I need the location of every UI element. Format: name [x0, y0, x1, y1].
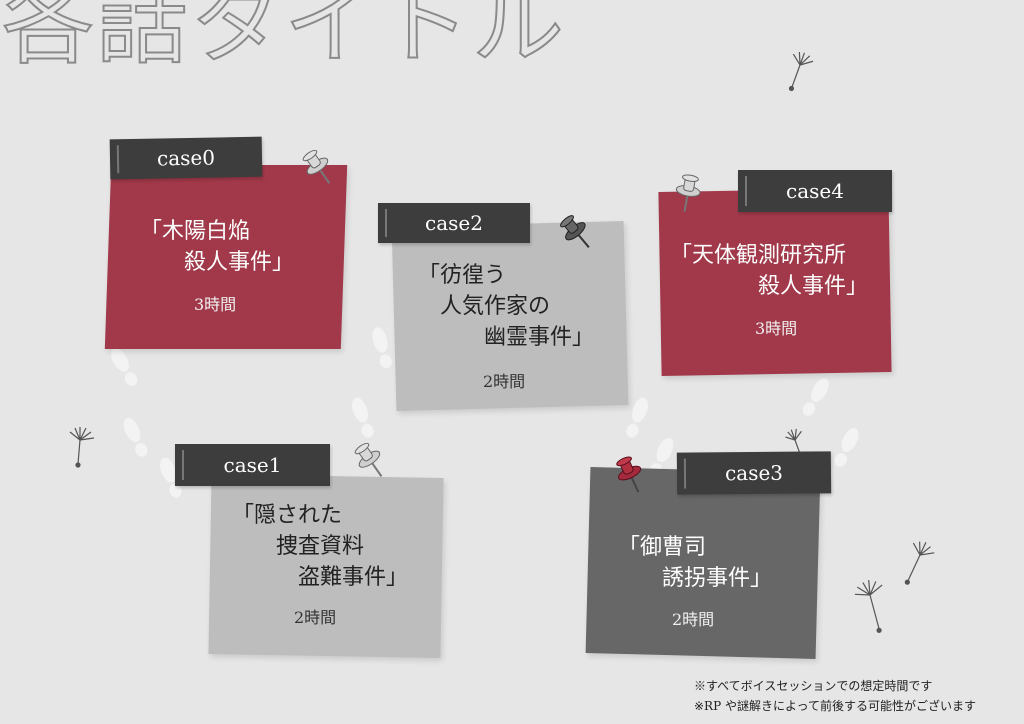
case2-duration: 2時間: [483, 372, 526, 391]
footprint-icon: [834, 427, 859, 467]
case3-label: case3: [676, 451, 832, 495]
footprint-icon: [123, 417, 148, 457]
footprint-icon: [111, 348, 138, 386]
footnote-line: ※RP や謎解きによって前後する可能性がございます: [694, 699, 977, 713]
case2-label: case2: [378, 203, 530, 243]
case1-title: 「隠された 捜査資料 盗難事件」: [232, 503, 409, 590]
footprint-icon: [160, 457, 182, 498]
case3-duration: 2時間: [672, 610, 715, 629]
case0-duration: 3時間: [194, 295, 237, 314]
case0-title: 「木陽白焔 殺人事件」: [140, 219, 295, 275]
case2-title: 「彷徨う 人気作家の 幽霊事件」: [418, 263, 595, 350]
footprint-icon: [352, 397, 374, 438]
case3-title: 「御曹司 誘拐事件」: [618, 535, 773, 591]
pushpin-icon: [675, 174, 701, 212]
pushpin-icon: [560, 215, 590, 248]
footprint-icon: [372, 327, 392, 369]
dandelion-seed-icon: [854, 580, 883, 633]
footnote-line: ※すべてボイスセッションでの想定時間です: [694, 679, 933, 693]
dandelion-seed-icon: [788, 51, 814, 92]
case4-title: 「天体観測研究所 殺人事件」: [670, 243, 869, 299]
case1-duration: 2時間: [294, 608, 337, 627]
page-title: 各話タイトル: [1, 0, 567, 77]
footprint-icon: [626, 397, 648, 438]
footnotes: ※すべてボイスセッションでの想定時間です ※RP や謎解きによって前後する可能性…: [694, 676, 976, 716]
case4-label: case4: [738, 170, 892, 212]
pushpin-icon: [302, 149, 331, 184]
pushpin-icon: [354, 442, 383, 477]
footprint-icon: [802, 378, 829, 416]
case4-duration: 3時間: [755, 319, 798, 338]
dandelion-seed-icon: [904, 541, 935, 585]
case0-label: case0: [109, 136, 263, 180]
dandelion-seed-icon: [69, 427, 95, 468]
case1-label: case1: [175, 444, 330, 486]
pushpin-icon: [616, 456, 642, 493]
